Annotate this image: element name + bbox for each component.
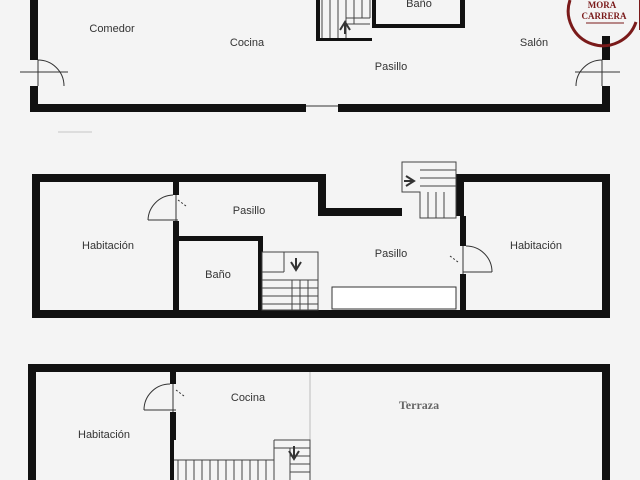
floor-bottom-stair-arrow (288, 446, 300, 461)
floor-bottom-label-habitacion: Habitación (78, 429, 130, 441)
floor-middle-door-left (147, 194, 187, 221)
floor-middle-stairs-lower (261, 251, 319, 311)
floor-middle-door-right (449, 245, 493, 274)
floor-top-door-left (20, 59, 68, 87)
floor-middle-label-pasillo-upper: Pasillo (233, 205, 265, 217)
floor-bottom-door (143, 383, 185, 412)
floor-bottom-label-terraza: Terraza (399, 398, 439, 412)
floor-top: Comedor Cocina Pasillo Salón Baño (0, 0, 640, 112)
floor-top-wall-left (30, 0, 38, 112)
floor-top-label-pasillo: Pasillo (375, 61, 407, 73)
floor-top-door-right (575, 59, 620, 87)
floor-middle-label-habitacion-left: Habitación (82, 240, 134, 252)
floor-top-label-salon: Salón (520, 37, 548, 49)
floor-bottom: Habitación Cocina Terraza (28, 364, 610, 480)
floor-middle: Habitación Pasillo Pasillo Baño Habitaci… (32, 161, 610, 318)
floor-top-stair-arrow (339, 20, 351, 34)
floor-middle-stair-arrow-lower (290, 258, 302, 272)
logo-line-2: CARRERA (582, 11, 628, 21)
floor-bottom-stairs (174, 439, 311, 480)
agency-logo: MORA CARRERA (566, 0, 640, 48)
logo-line-1: MORA (588, 0, 617, 10)
floor-middle-label-bano: Baño (205, 269, 231, 281)
floor-bottom-label-cocina: Cocina (231, 392, 266, 404)
floor-top-stairs (316, 0, 372, 41)
floor-top-label-cocina: Cocina (230, 37, 265, 49)
floor-middle-label-habitacion-right: Habitación (510, 240, 562, 252)
floor-middle-stairs-upper (401, 161, 457, 219)
floor-top-label-comedor: Comedor (89, 23, 135, 35)
floor-top-wall-right (602, 0, 610, 112)
floor-middle-label-pasillo-lower: Pasillo (375, 248, 407, 260)
floor-top-label-bano: Baño (406, 0, 432, 10)
floor-middle-stair-arrow-upper (404, 175, 416, 187)
